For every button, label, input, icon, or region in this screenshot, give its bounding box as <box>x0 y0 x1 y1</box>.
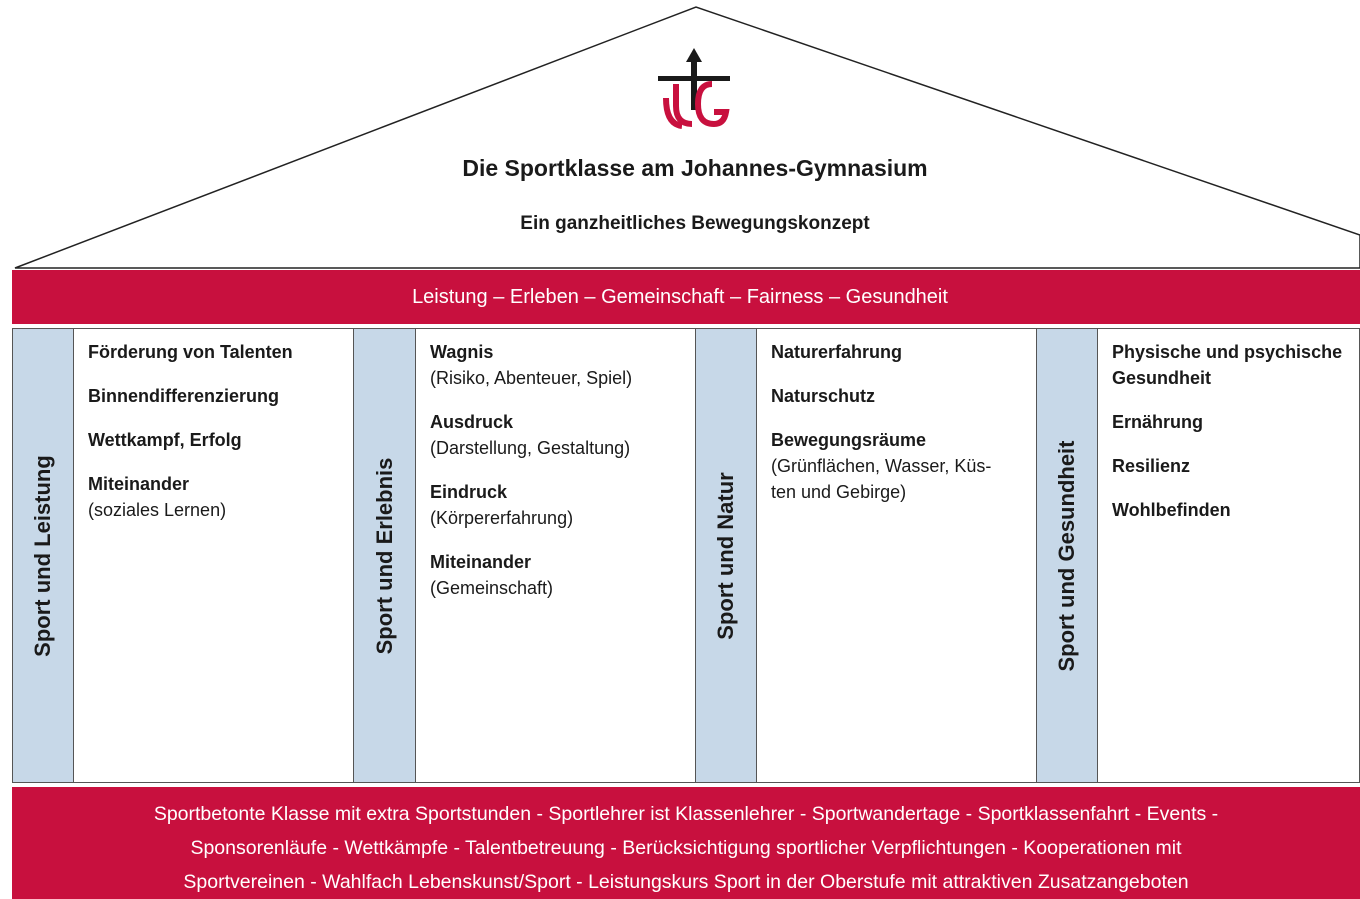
pillar-item-desc: (soziales Lernen) <box>88 500 227 520</box>
values-band: Leistung – Erleben – Gemeinschaft – Fair… <box>12 270 1360 324</box>
pillar-item: Binnendifferenzierung <box>88 383 353 409</box>
pillar-title: Sport und Leistung <box>30 454 55 657</box>
roof <box>14 6 1360 269</box>
pillar-label-gesundheit: Sport und Gesundheit <box>1036 328 1098 783</box>
pillar-item: Wettkampf, Erfolg <box>88 427 353 453</box>
pillar-item: Bewegungsräume (Grünflächen, Wasser, Küs-… <box>771 427 1036 505</box>
pillar-label-leistung: Sport und Leistung <box>12 328 74 783</box>
pillar-body-erlebnis: Wagnis (Risiko, Abenteuer, Spiel) Ausdruck… <box>415 328 696 783</box>
values-text: Leistung – Erleben – Gemeinschaft – Fair… <box>412 285 948 308</box>
pillar-label-erlebnis: Sport und Erlebnis <box>353 328 416 783</box>
pillar-item-name: Naturschutz <box>771 386 876 406</box>
pillar-item: Förderung von Talenten <box>88 339 353 365</box>
pillar-item: Naturschutz <box>771 383 1036 409</box>
pillar-item: Ernährung <box>1112 409 1359 435</box>
pillar-item: Miteinander (soziales Lernen) <box>88 471 353 523</box>
pillar-title: Sport und Erlebnis <box>371 457 397 654</box>
pillar-item-name: Miteinander <box>88 474 190 494</box>
pillar-item: Resilienz <box>1112 453 1359 479</box>
pillar-item-name: Eindruck <box>430 482 508 502</box>
pillar-item-name: Förderung von Talenten <box>88 342 293 362</box>
pillar-item-desc: (Risiko, Abenteuer, Spiel) <box>430 368 633 388</box>
pillar-item: Ausdruck (Darstellung, Gestaltung) <box>430 409 695 461</box>
pillar-item-name: Wagnis <box>430 342 494 362</box>
pillar-item-name: Ernährung <box>1112 412 1204 432</box>
pillar-item: Wagnis (Risiko, Abenteuer, Spiel) <box>430 339 695 391</box>
pillar-item-name: Naturerfahrung <box>771 342 903 362</box>
pillar-item-name: Miteinander <box>430 552 532 572</box>
pillar-item-desc: (Darstellung, Gestaltung) <box>430 438 631 458</box>
pillar-item: Miteinander (Gemeinschaft) <box>430 549 695 601</box>
pillar-item-name: Wettkampf, Erfolg <box>88 430 242 450</box>
offerings-line: Sportvereinen - Wahlfach Lebenskunst/Spo… <box>183 871 1189 893</box>
pillar-title: Sport und Natur <box>713 471 738 640</box>
pillar-label-natur: Sport und Natur <box>695 328 757 783</box>
diagram-title: Die Sportklasse am Johannes-Gymnasium <box>462 155 928 181</box>
pillar-item-desc: (Gemeinschaft) <box>430 578 554 598</box>
offerings-line: Sponsorenläufe - Wettkämpfe - Talentbetr… <box>190 837 1182 859</box>
diagram-subtitle: Ein ganzheitliches Bewegungskonzept <box>520 213 870 234</box>
johannes-gymnasium-logo <box>658 48 730 129</box>
pillar-item-desc: (Körpererfahrung) <box>430 508 574 528</box>
pillar-item: Physische und psychische Gesundheit <box>1112 339 1359 391</box>
pillar-item-name: Binnendifferenzierung <box>88 386 280 406</box>
pillar-item: Eindruck (Körpererfahrung) <box>430 479 695 531</box>
pillar-item-name: Ausdruck <box>430 412 514 432</box>
pillar-item-desc: (Grünflächen, Wasser, Küs- ten und Gebir… <box>771 456 992 502</box>
pillar-title: Sport und Gesundheit <box>1054 440 1079 671</box>
offerings-line: Sportbetonte Klasse mit extra Sportstund… <box>153 803 1219 825</box>
pillar-item-name: Physische und psychische Gesundheit <box>1112 342 1343 388</box>
pillar-item: Wohlbefinden <box>1112 497 1359 523</box>
pillar-item-name: Resilienz <box>1112 456 1191 476</box>
pillar-item: Naturerfahrung <box>771 339 1036 365</box>
offerings-band: Sportbetonte Klasse mit extra Sportstund… <box>12 787 1360 899</box>
pillar-item-name: Wohlbefinden <box>1112 500 1231 520</box>
pillar-item-name: Bewegungsräume <box>771 430 927 450</box>
